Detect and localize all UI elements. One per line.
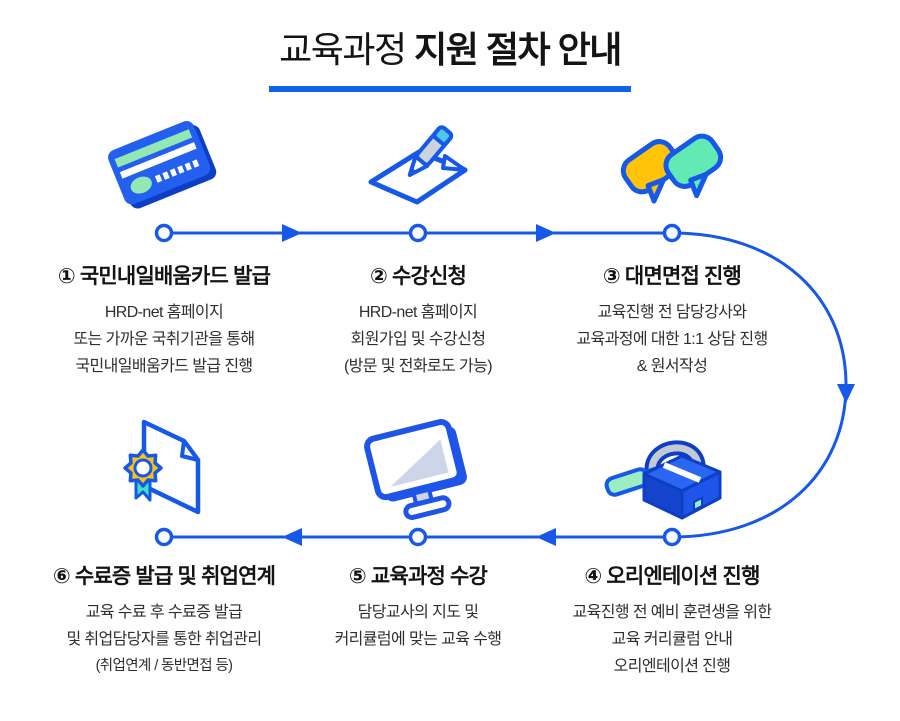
step-5-icon-box xyxy=(292,418,544,520)
certificate-icon xyxy=(123,419,201,515)
line-gap xyxy=(292,214,544,264)
page-title: 교육과정 지원 절차 안내 xyxy=(0,24,900,76)
step-3-description: 교육진행 전 담당강사와 교육과정에 대한 1:1 상담 진행 & 원서작성 xyxy=(546,299,798,380)
flow-node-circle xyxy=(662,527,682,547)
step-6-icon-box xyxy=(38,418,290,520)
step-description-line: 교육 수료 후 수료증 발급 xyxy=(85,604,243,621)
step-description-line: 교육 커리큘럼 안내 xyxy=(611,631,733,648)
step-5-title: ⑤ 교육과정 수강 xyxy=(348,565,488,588)
line-gap xyxy=(38,520,290,564)
step-6-title: ⑥ 수료증 발급 및 취업연계 xyxy=(52,565,276,588)
step-6-description: 교육 수료 후 수료증 발급 및 취업담당자를 통한 취업관리 (취업연계 / … xyxy=(38,599,290,680)
step-description-line: & 원서작성 xyxy=(636,358,708,375)
page-title-bold: 지원 절차 안내 xyxy=(405,29,622,70)
arrow-right-icon xyxy=(282,224,302,242)
arrow-right-icon xyxy=(536,224,556,242)
arrow-left-icon xyxy=(282,528,302,546)
step-3-icon-box xyxy=(546,112,798,214)
step-description-line: 국민내일배움카드 발급 진행 xyxy=(75,358,253,375)
lock-key-icon xyxy=(604,440,722,520)
title-underline xyxy=(269,86,631,92)
line-gap xyxy=(546,520,798,564)
step-2-description: HRD-net 홈페이지 회원가입 및 수강신청 (방문 및 전화로도 가능) xyxy=(292,299,544,380)
arrow-left-icon xyxy=(536,528,556,546)
step-description-line: 커리큘럼에 맞는 교육 수행 xyxy=(334,631,502,648)
monitor-icon xyxy=(364,418,467,520)
step-1-title: ① 국민내일배움카드 발급 xyxy=(57,265,271,288)
step-1-description: HRD-net 홈페이지 또는 가까운 국취기관을 통해 국민내일배움카드 발급… xyxy=(38,299,290,380)
step-4-title: ④ 오리엔테이션 진행 xyxy=(584,565,760,588)
step-4-icon-box xyxy=(546,418,798,520)
step-2: ② 수강신청 HRD-net 홈페이지 회원가입 및 수강신청 (방문 및 전화… xyxy=(292,112,544,380)
step-5: ⑤ 교육과정 수강 담당교사의 지도 및 커리큘럼에 맞는 교육 수행 xyxy=(292,418,544,653)
step-description-line: HRD-net 홈페이지 xyxy=(358,304,478,321)
flow-node-circle xyxy=(154,223,174,243)
arrow-down-icon xyxy=(837,384,855,403)
line-gap xyxy=(38,214,290,264)
pen-paper-icon xyxy=(368,125,468,205)
step-2-title: ② 수강신청 xyxy=(369,265,467,288)
step-description-line: HRD-net 홈페이지 xyxy=(104,304,224,321)
flow-node-circle xyxy=(154,527,174,547)
step-1-icon-box xyxy=(38,112,290,214)
flow-node-circle xyxy=(408,527,428,547)
step-description-line: 교육과정에 대한 1:1 상담 진행 xyxy=(576,331,768,348)
line-gap xyxy=(546,214,798,264)
step-description-line: 및 취업담당자를 통한 취업관리 xyxy=(66,631,262,648)
page-title-normal: 교육과정 xyxy=(279,29,407,70)
step-description-line: 교육진행 전 예비 훈련생을 위한 xyxy=(572,604,773,621)
credit-card-icon xyxy=(108,121,217,209)
step-4: ④ 오리엔테이션 진행 교육진행 전 예비 훈련생을 위한 교육 커리큘럼 안내… xyxy=(546,418,798,680)
flow-node-circle xyxy=(662,223,682,243)
step-description-line: 교육진행 전 담당강사와 xyxy=(597,304,748,321)
step-description-line: 또는 가까운 국취기관을 통해 xyxy=(73,331,256,348)
line-gap xyxy=(292,520,544,564)
step-description-line: (취업연계 / 동반면접 등) xyxy=(95,658,233,674)
step-3-title: ③ 대면면접 진행 xyxy=(602,265,742,288)
step-description-line: 담당교사의 지도 및 xyxy=(357,604,479,621)
step-description-line: 오리엔테이션 진행 xyxy=(613,658,731,675)
step-1: ① 국민내일배움카드 발급 HRD-net 홈페이지 또는 가까운 국취기관을 … xyxy=(38,112,290,380)
step-description-line: 회원가입 및 수강신청 xyxy=(350,331,486,348)
step-description-line: (방문 및 전화로도 가능) xyxy=(343,358,493,375)
step-3: ③ 대면면접 진행 교육진행 전 담당강사와 교육과정에 대한 1:1 상담 진… xyxy=(546,112,798,380)
step-2-icon-box xyxy=(292,112,544,214)
step-6: ⑥ 수료증 발급 및 취업연계 교육 수료 후 수료증 발급 및 취업담당자를 … xyxy=(38,418,290,680)
step-5-description: 담당교사의 지도 및 커리큘럼에 맞는 교육 수행 xyxy=(292,599,544,653)
step-4-description: 교육진행 전 예비 훈련생을 위한 교육 커리큘럼 안내 오리엔테이션 진행 xyxy=(546,599,798,680)
speech-bubbles-icon xyxy=(620,133,724,204)
flow-node-circle xyxy=(408,223,428,243)
